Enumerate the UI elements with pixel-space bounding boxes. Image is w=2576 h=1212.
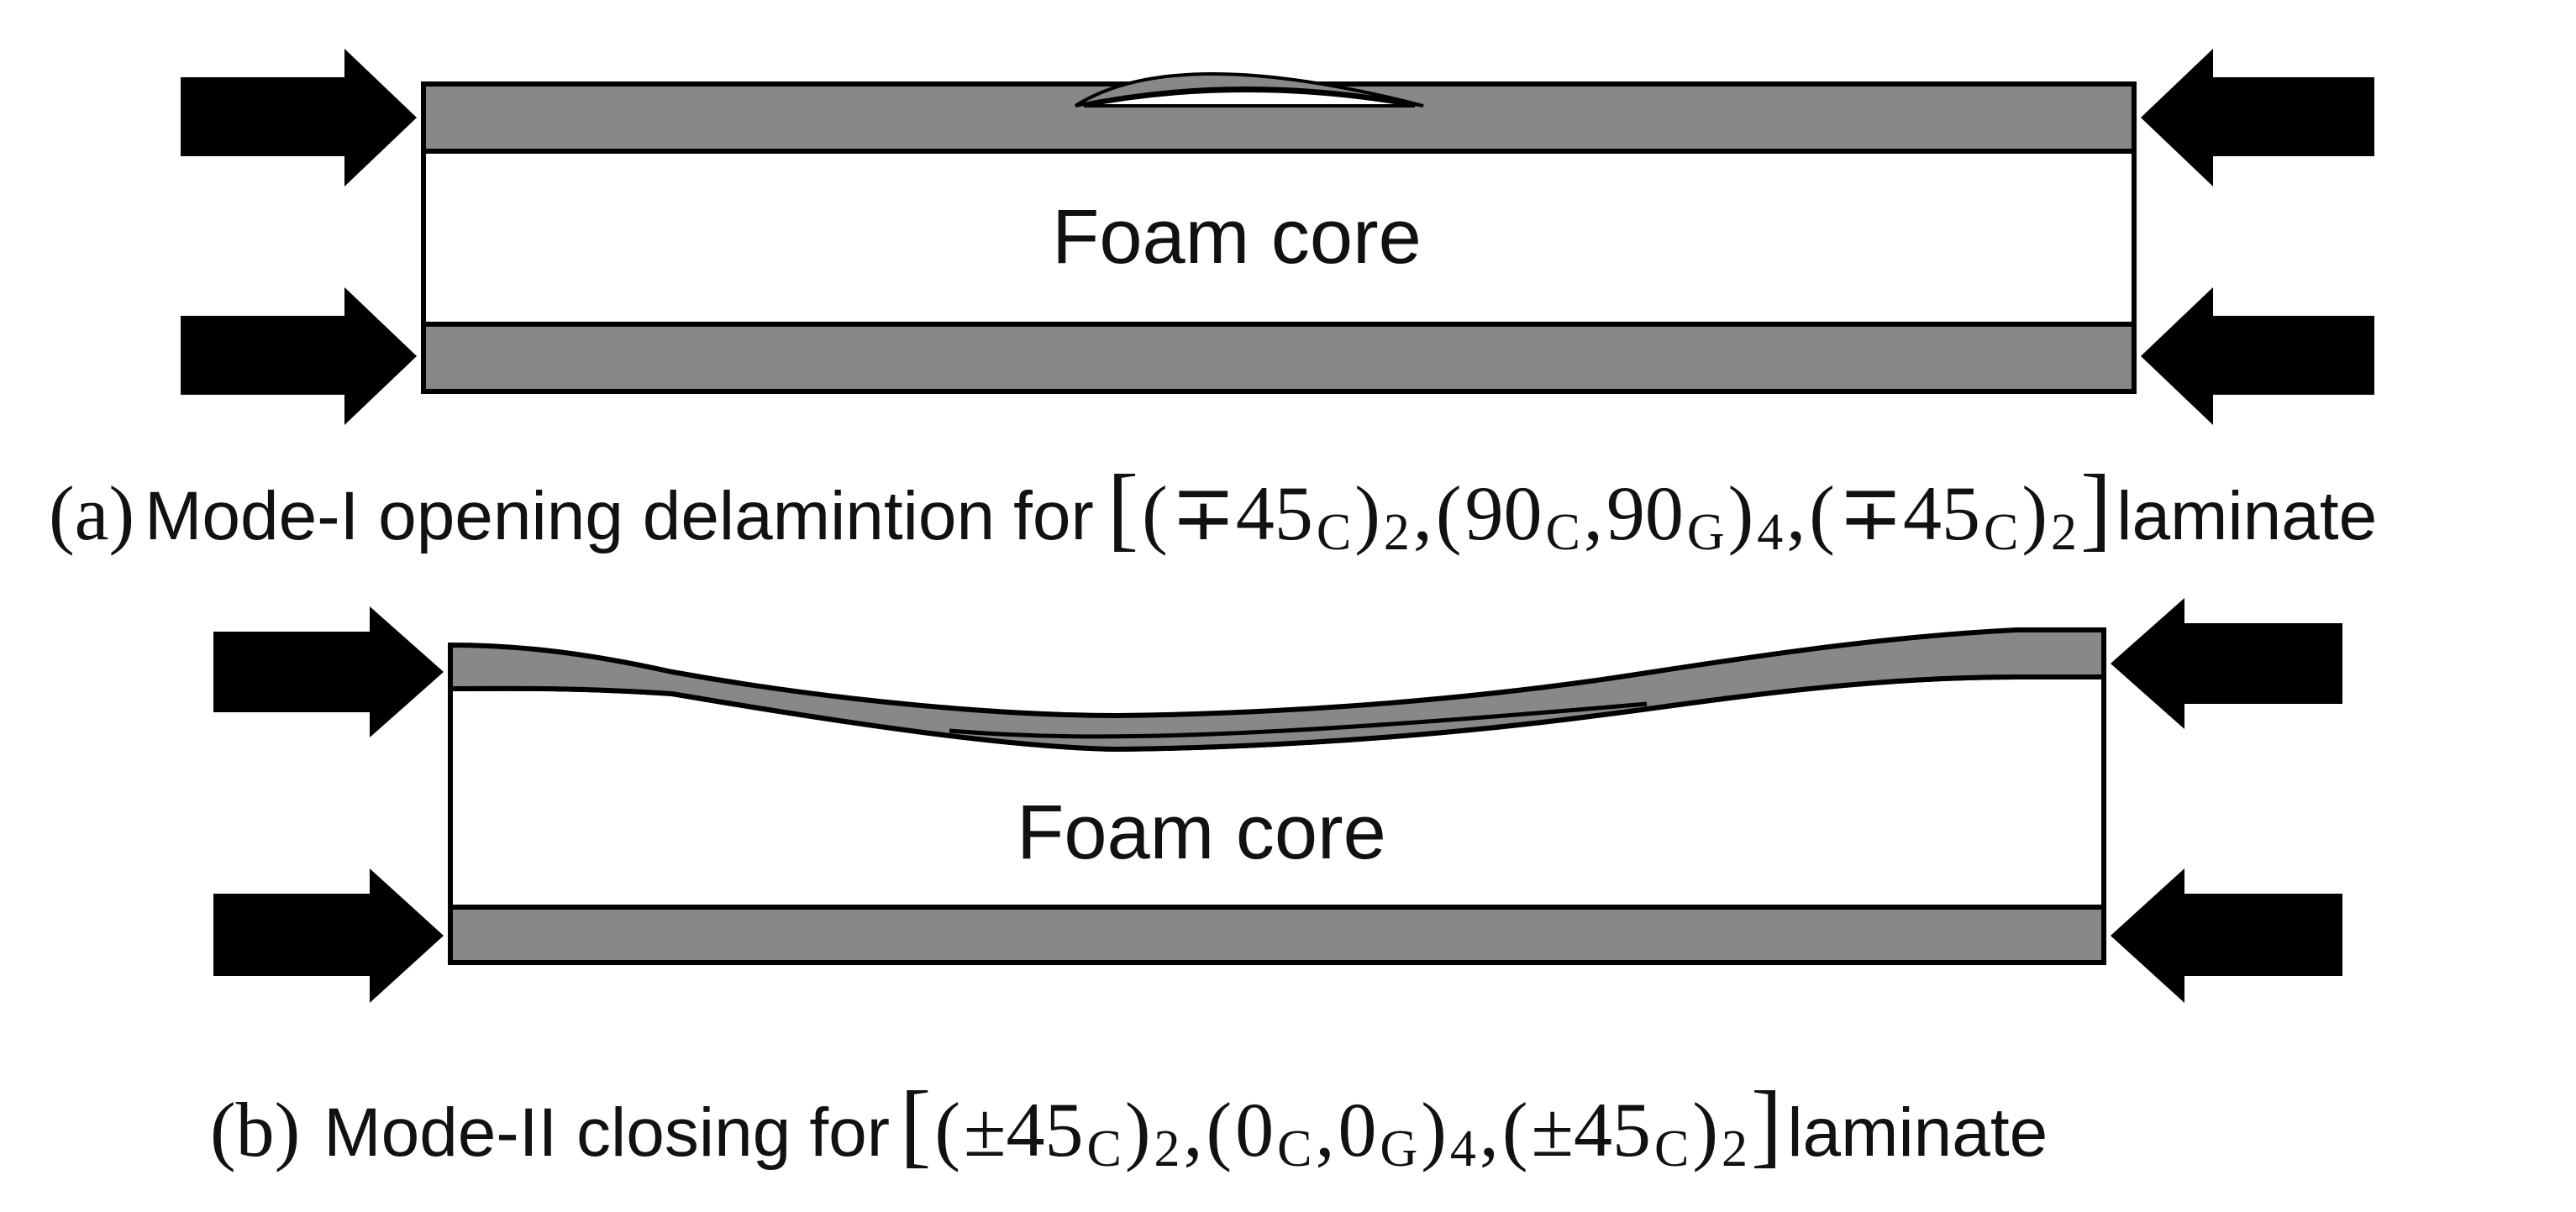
- panel-a-caption-prefix: (a): [49, 470, 134, 556]
- panel-a-caption-for: for: [1013, 478, 1094, 554]
- panel-a-layup-close-bracket: ]: [2080, 456, 2111, 560]
- panel-a: Foam core: [181, 49, 2374, 425]
- panel-b-caption-suffix: laminate: [1787, 1094, 2048, 1171]
- panel-b-right-top-arrow: [2111, 598, 2342, 729]
- panel-b-caption-for: for: [809, 1094, 890, 1171]
- panel-a-layup-open-bracket: [: [1107, 456, 1138, 560]
- panel-a-left-top-arrow: [181, 49, 417, 186]
- panel-b-caption-prefix: (b): [210, 1087, 300, 1173]
- panel-b-layup-angle-4: ±45: [1532, 1087, 1652, 1173]
- panel-b-layup-angle-2: 0: [1235, 1087, 1274, 1173]
- panel-a-right-bottom-arrow: [2141, 287, 2374, 425]
- panel-a-layup-angle-1: ∓45: [1171, 470, 1313, 556]
- panel-b-left-top-arrow: [213, 606, 444, 737]
- panel-a-caption-description: Mode-I opening delamintion: [145, 478, 995, 554]
- panel-b: Foam core: [213, 598, 2342, 1003]
- panel-b-layup-open-bracket: [: [900, 1073, 931, 1177]
- panel-a-bottom-face-sheet: [421, 322, 2137, 394]
- panel-b-left-bottom-arrow: [213, 868, 444, 1003]
- panel-a-layup-angle-3: 90: [1606, 470, 1684, 556]
- panel-a-layup-angle-2: 90: [1464, 470, 1542, 556]
- panel-a-layup-angle-4: ∓45: [1838, 470, 1980, 556]
- panel-b-right-bottom-arrow: [2111, 868, 2342, 1003]
- panel-a-core-label: Foam core: [1052, 194, 1422, 280]
- panel-a-left-bottom-arrow: [181, 287, 417, 425]
- panel-a-delamination-blister: [1074, 72, 1424, 108]
- panel-a-delamination-gap: [1083, 89, 1416, 108]
- panel-a-foam-core: [421, 149, 2137, 327]
- panel-b-caption: (b) Mode-II closing for [ ( ±45 C ) 2 , …: [210, 1073, 2048, 1178]
- panel-a-right-top-arrow: [2141, 49, 2374, 186]
- panel-a-caption-suffix: laminate: [2116, 478, 2377, 554]
- panel-a-caption: (a) Mode-I opening delamintion for [ ( ∓…: [49, 456, 2377, 561]
- panel-b-core-label: Foam core: [1017, 790, 1386, 875]
- panel-b-top-face-sheet: [448, 627, 2106, 753]
- panel-b-layup-angle-1: ±45: [964, 1087, 1084, 1173]
- panel-b-delamination-crack: [949, 701, 1648, 739]
- panel-b-bottom-face-sheet: [448, 905, 2106, 965]
- panel-b-caption-description: Mode-II closing: [323, 1094, 791, 1171]
- panel-b-layup-angle-3: 0: [1338, 1087, 1376, 1173]
- panel-b-layup-close-bracket: ]: [1751, 1073, 1782, 1177]
